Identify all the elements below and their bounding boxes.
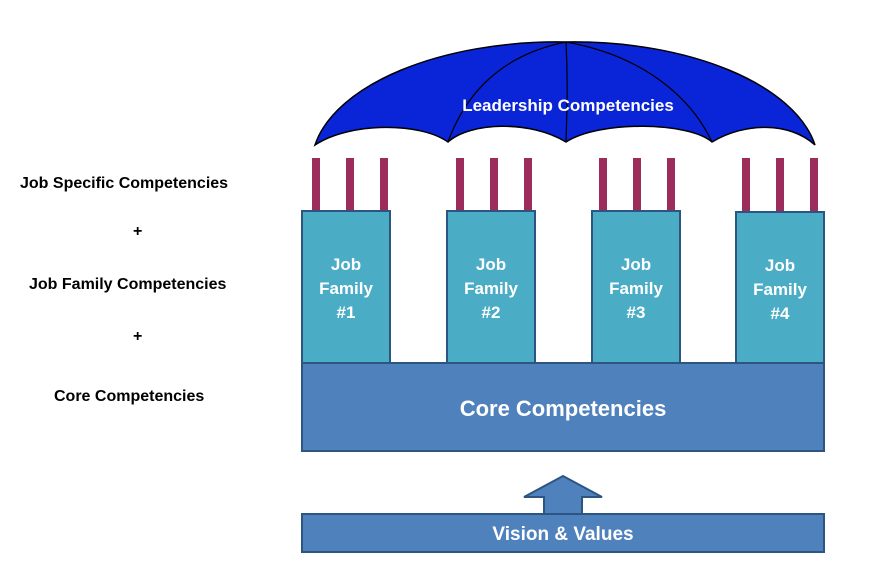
up-arrow <box>523 474 603 515</box>
pillar-line-3: #4 <box>771 304 790 323</box>
job-family-pillar-3: Job Family #3 <box>591 210 681 364</box>
core-bar-box <box>301 362 825 452</box>
vision-values-bar: Vision & Values <box>301 513 825 553</box>
umbrella-canopy <box>313 41 816 147</box>
post <box>667 158 675 211</box>
pillar-line-2: Family <box>464 279 518 298</box>
post <box>380 158 388 211</box>
umbrella: Leadership Competencies <box>313 41 816 147</box>
post <box>810 158 818 211</box>
post <box>599 158 607 211</box>
post <box>633 158 641 211</box>
core-bar-label: Core Competencies <box>460 396 667 421</box>
job-family-competencies-label: Job Family Competencies <box>29 276 227 293</box>
post <box>456 158 464 211</box>
plus-sign-2: + <box>133 328 143 345</box>
core-competencies-label: Core Competencies <box>54 388 205 405</box>
umbrella-rib-1 <box>447 41 567 143</box>
pillar-line-3: #3 <box>627 303 646 322</box>
job-family-pillar-4: Job Family #4 <box>735 211 825 364</box>
pillar-line-2: Family <box>319 279 373 298</box>
job-specific-competencies-label: Job Specific Competencies <box>20 175 229 192</box>
umbrella-rib-2 <box>565 41 568 143</box>
pillar-line-1: Job <box>476 255 506 274</box>
plus-sign-1: + <box>133 223 143 240</box>
post <box>490 158 498 211</box>
umbrella-rib-3 <box>565 41 713 143</box>
pillar-line-1: Job <box>621 255 651 274</box>
pillar-line-2: Family <box>609 279 663 298</box>
pillar-box <box>301 210 391 364</box>
pillar-box <box>735 211 825 364</box>
job-family-pillar-1: Job Family #1 <box>301 210 391 364</box>
core-competencies-bar: Core Competencies <box>301 362 825 452</box>
pillar-box <box>446 210 536 364</box>
post <box>742 158 750 211</box>
pillar-line-3: #2 <box>482 303 501 322</box>
umbrella-label: Leadership Competencies <box>462 96 674 115</box>
job-family-pillar-2: Job Family #2 <box>446 210 536 364</box>
pillar-line-3: #1 <box>337 303 356 322</box>
post <box>346 158 354 211</box>
pillar-line-2: Family <box>753 280 807 299</box>
vision-values-box <box>301 513 825 553</box>
post <box>524 158 532 211</box>
post <box>312 158 320 211</box>
post <box>776 158 784 211</box>
support-posts <box>312 158 818 211</box>
pillar-line-1: Job <box>331 255 361 274</box>
vision-values-label: Vision & Values <box>492 524 633 545</box>
pillar-line-1: Job <box>765 256 795 275</box>
